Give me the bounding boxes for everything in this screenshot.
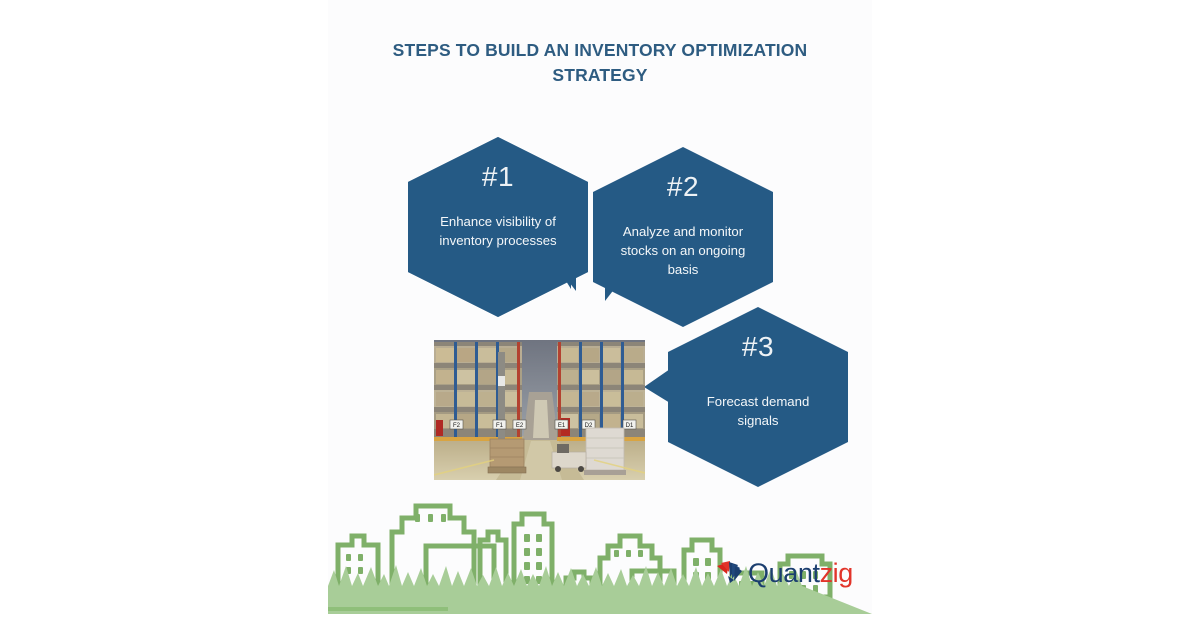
cityscape-art [328,503,872,614]
quantzig-wordmark: Quantzig [748,557,854,588]
cityscape-illustration [328,468,872,614]
step-card-3[interactable]: #3 Forecast demand signals [644,307,848,487]
svg-text:E2: E2 [516,423,524,429]
hexagon-shape-2 [593,147,773,327]
step-card-1[interactable]: #1 Enhance visibility of inventory proce… [408,137,588,317]
svg-text:F1: F1 [496,423,504,429]
page-title: STEPS TO BUILD AN INVENTORY OPTIMIZATION… [392,40,808,85]
svg-text:E1: E1 [558,423,566,429]
logo-text-quant: Quant [748,557,820,588]
svg-text:F2: F2 [453,423,461,429]
quantzig-fan-mark-icon [717,561,742,583]
warehouse-photo: F2 F1 E2 E1 D2 D1 [434,340,645,480]
infographic-canvas: STEPS TO BUILD AN INVENTORY OPTIMIZATION… [328,0,872,614]
hexagon-shape-1 [408,137,588,317]
warehouse-photo-art: F2 F1 E2 E1 D2 D1 [434,340,645,480]
svg-text:D1: D1 [626,423,634,429]
logo-text-zig: zig [819,557,854,588]
step-card-2[interactable]: #2 Analyze and monitor stocks on an ongo… [593,147,773,327]
hexagon-shape-3 [644,307,848,487]
svg-text:D2: D2 [585,423,593,429]
quantzig-logo[interactable]: Quantzig [716,556,853,590]
